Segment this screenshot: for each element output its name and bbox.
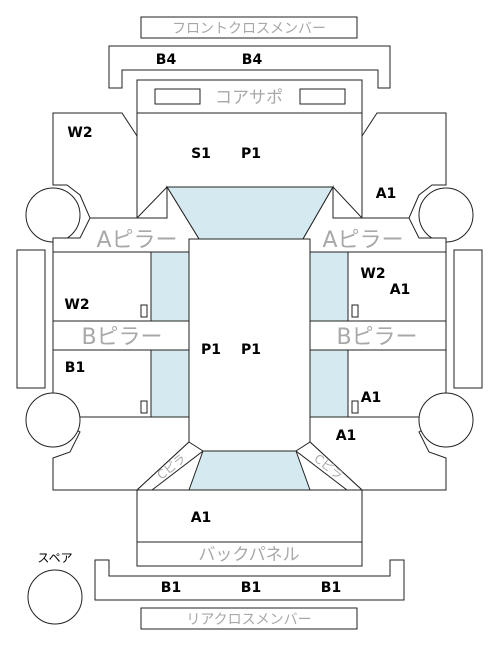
hood-code-right: P1 (241, 146, 261, 162)
b-pillar-right-label: Bピラー (336, 325, 417, 350)
front-member-left-code: B4 (156, 52, 177, 68)
front-right-fender[interactable] (361, 112, 447, 219)
front-cross-member-box[interactable] (140, 16, 358, 39)
rear-right-quarter-code: A1 (336, 428, 357, 444)
rear-member-code-2: B1 (241, 580, 261, 596)
b-pillar-right[interactable] (309, 320, 447, 351)
a-pillar-right-label: Aピラー (322, 228, 403, 253)
back-panel[interactable] (136, 541, 363, 567)
front-cross-member-label: フロントクロスメンバー (172, 21, 326, 37)
roof-panel[interactable] (188, 238, 311, 452)
spare-tire[interactable] (27, 569, 83, 625)
core-support-label: コアサポ (215, 88, 283, 108)
front-right-wheel[interactable] (418, 187, 474, 243)
rear-member-code-1: B1 (161, 580, 181, 596)
b-pillar-left-label: Bピラー (81, 325, 162, 350)
trunk-code: A1 (191, 510, 212, 526)
rear-left-wheel[interactable] (25, 392, 81, 448)
rear-left-quarter[interactable] (51, 416, 190, 491)
left-side-sill[interactable] (16, 249, 46, 389)
right-side-sill[interactable] (453, 249, 483, 389)
spare-label: スペア (37, 551, 72, 565)
core-support-left-slot (154, 88, 201, 105)
rear-right-door-code: A1 (361, 390, 382, 406)
front-left-wheel[interactable] (25, 187, 81, 243)
front-right-door-code-2: A1 (390, 282, 411, 298)
hood-code-left: S1 (191, 146, 211, 162)
front-member-right-code: B4 (242, 52, 263, 68)
rear-cross-member-label: リアクロスメンバー (186, 612, 311, 628)
front-left-fender-code: W2 (67, 125, 92, 141)
front-bumper-panel[interactable] (108, 45, 391, 89)
front-left-door-handle (140, 304, 148, 318)
rear-member-code-3: B1 (321, 580, 341, 596)
front-right-fender-code: A1 (376, 186, 397, 202)
roof-code-right: P1 (241, 342, 261, 358)
b-pillar-left[interactable] (52, 320, 190, 351)
front-left-door[interactable] (52, 251, 152, 322)
core-support-right-slot (299, 88, 346, 105)
rear-bumper-panel[interactable] (94, 559, 405, 601)
rear-left-door-code: B1 (65, 360, 85, 376)
front-left-door-code: W2 (64, 297, 89, 313)
front-right-door-code-1: W2 (360, 266, 385, 282)
rear-window-glass[interactable] (188, 450, 311, 491)
rear-right-door-handle (351, 400, 359, 414)
roof-code-left: P1 (201, 342, 221, 358)
front-right-door-handle (351, 304, 359, 318)
rear-left-door-handle (140, 400, 148, 414)
rear-right-wheel[interactable] (418, 392, 474, 448)
trunk-lid[interactable] (136, 489, 363, 543)
a-pillar-left-label: Aピラー (96, 228, 177, 253)
rear-cross-member-box[interactable] (140, 607, 358, 630)
back-panel-label: バックパネル (198, 545, 299, 565)
